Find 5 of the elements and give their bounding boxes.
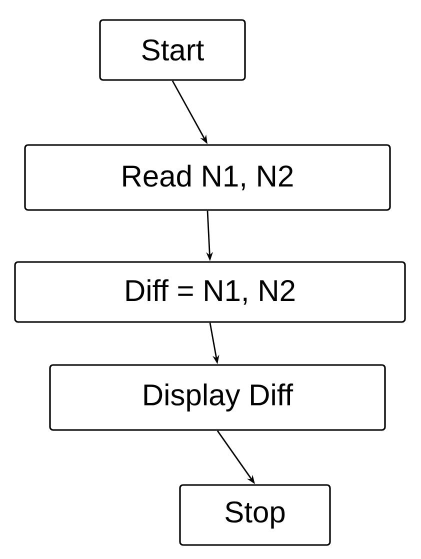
process-box: Read N1, N2 — [24, 144, 391, 211]
process-box: Stop — [179, 484, 331, 546]
process-box: Start — [99, 19, 246, 81]
process-box: Diff = N1, N2 — [14, 261, 406, 323]
process-box: Display Diff — [49, 364, 386, 431]
